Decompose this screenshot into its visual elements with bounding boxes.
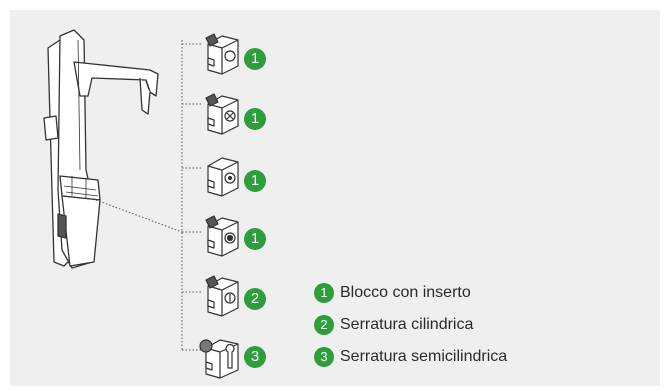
legend-item: 3 Serratura semicilindrica xyxy=(314,345,507,369)
component-icon-1 xyxy=(205,33,239,75)
connector-lines xyxy=(95,40,202,351)
component-badge: 1 xyxy=(244,228,266,250)
component-badge: 1 xyxy=(244,48,266,70)
component-badge: 3 xyxy=(244,346,266,368)
legend-label: Blocco con inserto xyxy=(340,284,471,301)
legend-badge: 1 xyxy=(314,283,334,303)
legend-label: Serratura semicilindrica xyxy=(340,348,508,365)
component-icon-5 xyxy=(205,275,239,317)
component-badge: 1 xyxy=(244,170,266,192)
legend-item: 1 Blocco con inserto xyxy=(314,281,471,305)
handle-detail-lines xyxy=(63,39,99,198)
legend-label: Serratura cilindrica xyxy=(340,316,474,333)
component-badge: 2 xyxy=(244,288,266,310)
handle-assembly xyxy=(43,29,159,269)
component-icon-6 xyxy=(199,339,239,379)
legend-badge: 2 xyxy=(314,315,334,335)
component-icons xyxy=(199,33,239,379)
legend-item: 2 Serratura cilindrica xyxy=(314,313,473,337)
legend-badge: 3 xyxy=(314,347,334,367)
component-icon-3 xyxy=(207,157,239,197)
component-icon-4 xyxy=(205,215,239,257)
component-icon-2 xyxy=(205,93,239,135)
component-badge: 1 xyxy=(244,108,266,130)
